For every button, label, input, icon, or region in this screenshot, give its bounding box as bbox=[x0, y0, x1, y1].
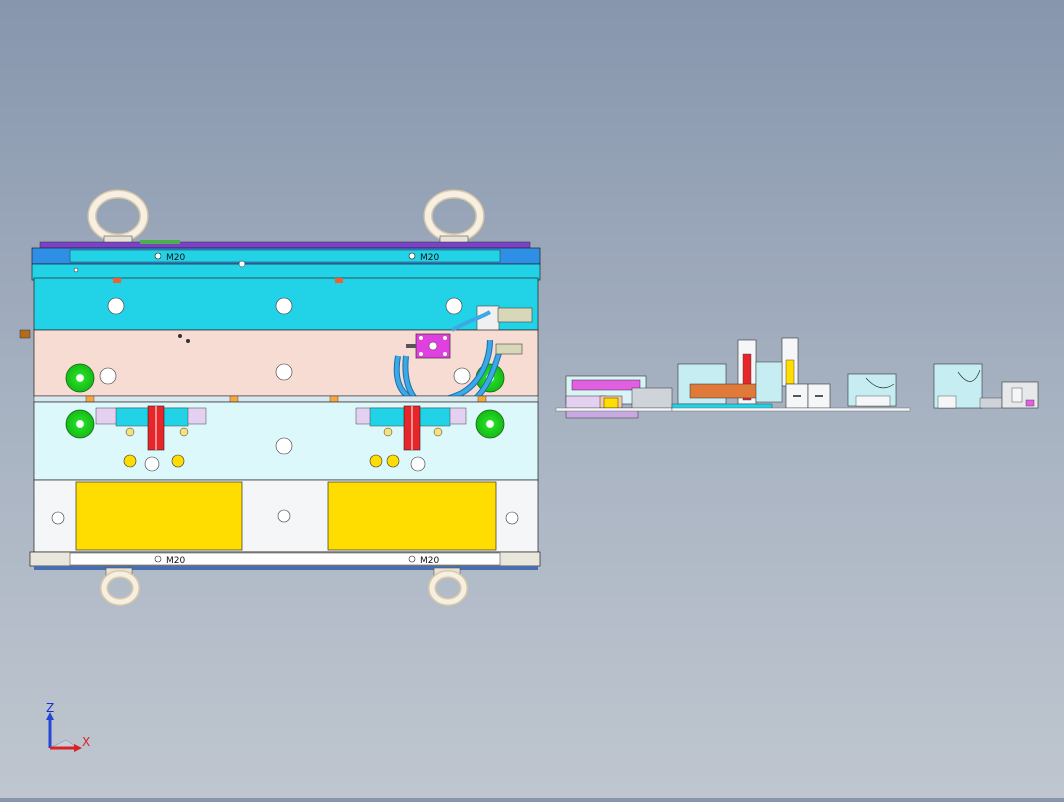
bolt-head-icon bbox=[445, 297, 463, 315]
thread-label-top-left: M20 bbox=[166, 253, 185, 263]
side-view-3[interactable] bbox=[847, 373, 897, 407]
bolt-head-icon bbox=[277, 509, 291, 523]
bolt-head-icon bbox=[410, 456, 426, 472]
roller-top-left[interactable] bbox=[65, 363, 95, 393]
slide-assembly-right[interactable] bbox=[355, 405, 467, 451]
bolt-head-icon bbox=[275, 437, 293, 455]
ejector-hole bbox=[171, 454, 185, 468]
dowel-icon bbox=[238, 260, 246, 268]
marker-orange bbox=[113, 278, 121, 283]
bolt-head-icon bbox=[99, 367, 117, 385]
bolt-head-icon bbox=[275, 297, 293, 315]
bolt-head-icon bbox=[505, 511, 519, 525]
x-axis-label: X bbox=[82, 735, 90, 749]
runner-plate[interactable] bbox=[31, 263, 541, 281]
eyebolt-bottom-left[interactable] bbox=[100, 567, 140, 606]
top-green-detail bbox=[140, 240, 180, 244]
screw-icon bbox=[408, 252, 416, 260]
dowel-icon bbox=[73, 267, 79, 273]
hose-connector[interactable] bbox=[495, 343, 523, 355]
marker-orange bbox=[335, 278, 343, 283]
b-plate[interactable] bbox=[33, 329, 539, 397]
dot bbox=[178, 334, 182, 338]
mold-front-view[interactable]: M20 M20 bbox=[19, 189, 541, 606]
ejector-hole bbox=[369, 454, 383, 468]
eyebolt-top-left[interactable] bbox=[87, 189, 149, 247]
bolt-head-icon bbox=[453, 367, 471, 385]
side-view-4[interactable] bbox=[933, 363, 1039, 409]
bolt-head-icon bbox=[107, 297, 125, 315]
screw-icon bbox=[154, 555, 162, 563]
bolt-head-icon bbox=[144, 456, 160, 472]
z-axis-label: Z bbox=[46, 701, 54, 715]
screw-icon bbox=[408, 555, 416, 563]
hose-connector[interactable] bbox=[497, 307, 533, 323]
parting-line bbox=[33, 395, 539, 403]
slide-assembly-left[interactable] bbox=[95, 405, 207, 451]
side-view-2[interactable] bbox=[671, 337, 911, 412]
bottom-edge bbox=[34, 566, 538, 570]
bolt-head-icon bbox=[51, 511, 65, 525]
thread-label-bottom-left: M20 bbox=[166, 556, 185, 566]
side-fitting bbox=[19, 329, 31, 339]
thread-label-top-right: M20 bbox=[420, 253, 439, 263]
roller-bottom-left[interactable] bbox=[65, 409, 95, 439]
top-purple-strip bbox=[39, 241, 531, 249]
axis-triad: Z X bbox=[46, 701, 90, 752]
screw-icon bbox=[154, 252, 162, 260]
ejector-plate-right[interactable] bbox=[327, 481, 497, 551]
top-clamp-insert bbox=[69, 249, 501, 263]
bolt-head-icon bbox=[275, 363, 293, 381]
ejector-plate-left[interactable] bbox=[75, 481, 243, 551]
side-view-1[interactable] bbox=[555, 375, 673, 419]
dot bbox=[186, 339, 190, 343]
thread-label-bottom-right: M20 bbox=[420, 556, 439, 566]
eyebolt-bottom-right[interactable] bbox=[428, 567, 468, 606]
roller-bottom-right[interactable] bbox=[475, 409, 505, 439]
ejector-hole bbox=[123, 454, 137, 468]
eyebolt-top-right[interactable] bbox=[423, 189, 485, 247]
ejector-hole bbox=[386, 454, 400, 468]
bottom-clamp-insert bbox=[69, 552, 501, 566]
